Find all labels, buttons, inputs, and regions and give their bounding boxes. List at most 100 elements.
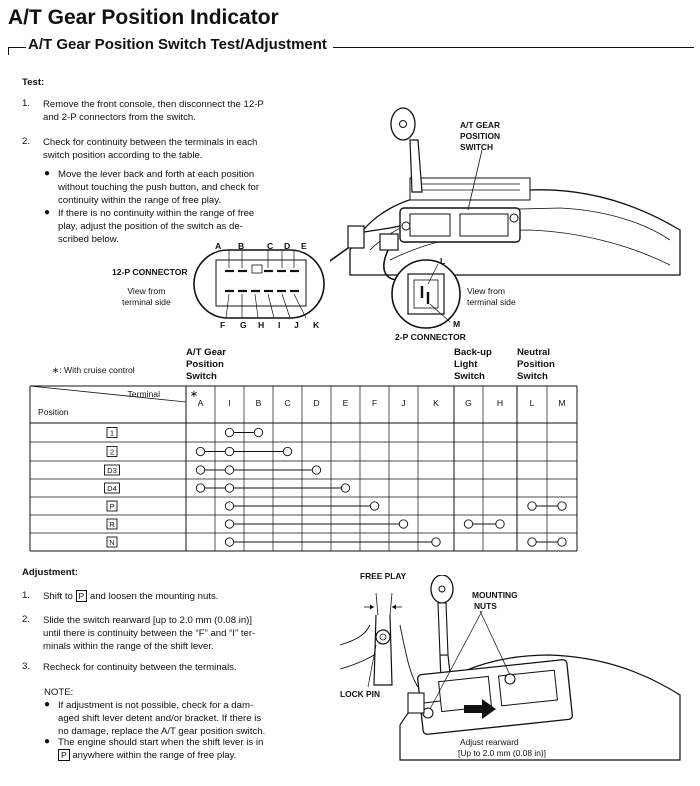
connector-12p-label: 12-P CONNECTOR xyxy=(112,267,188,277)
column-header-l: L xyxy=(530,398,535,408)
connector-12p-view-label: View from terminal side xyxy=(122,286,171,308)
test-step2-line: Check for continuity between the termina… xyxy=(43,137,258,148)
position-box xyxy=(106,518,118,530)
adjust-step3-number: 3. xyxy=(22,661,31,672)
continuity-circle xyxy=(340,483,351,493)
page-title: A/T Gear Position Indicator xyxy=(8,6,279,29)
continuity-circle xyxy=(398,519,409,529)
position-label: D4 xyxy=(107,484,117,493)
group-header-line: Switch xyxy=(517,371,548,382)
terminal-letter: A xyxy=(215,241,222,251)
note-heading: NOTE: xyxy=(44,687,74,698)
continuity-circle xyxy=(527,501,537,511)
column-header-f: F xyxy=(372,398,377,408)
adjust-rearward-line: [Up to 2.0 mm (0.08 in)] xyxy=(458,748,546,758)
connector-12p-bottom-letters: F G H I J K xyxy=(220,319,350,331)
position-box xyxy=(106,500,118,512)
position-label: 1 xyxy=(110,429,114,438)
test-bullet2-text: If there is no continuity within the ran… xyxy=(58,207,254,247)
test-bullet2-line: play, adjust the position of the switch … xyxy=(58,221,243,233)
switch-label-line: A/T GEAR xyxy=(460,120,501,130)
column-header-j: J xyxy=(401,398,405,408)
test-step1-line: and 2-P connectors from the switch. xyxy=(43,112,196,124)
continuity-circle xyxy=(311,465,322,475)
terminal-letter: K xyxy=(313,320,320,330)
position-box: P xyxy=(58,749,70,762)
column-header-e: E xyxy=(343,398,349,408)
column-header-b: B xyxy=(256,398,262,408)
note1-line: If adjustment is not possible, check for… xyxy=(58,700,254,711)
terminal-letter: D xyxy=(284,241,291,251)
position-box xyxy=(106,536,118,548)
group-header-line: Switch xyxy=(186,371,217,382)
position-header-label: Position xyxy=(38,407,69,417)
position-label: D3 xyxy=(107,466,117,475)
continuity-circle xyxy=(557,501,567,511)
free-play-label: FREE PLAY xyxy=(360,571,407,581)
adjust-step1-number: 1. xyxy=(22,590,31,601)
connector-2p-view-label: View from terminal side xyxy=(467,286,516,308)
adjust-step2-text: Slide the switch rearward [up to 2.0 mm … xyxy=(43,614,255,654)
terminal-letter: C xyxy=(267,241,274,251)
column-header-h: H xyxy=(497,398,503,408)
group-header-line: Position xyxy=(517,359,555,370)
group-header-line: Switch xyxy=(454,371,485,382)
view-label-line: terminal side xyxy=(122,297,171,307)
test-step2-text: Check for continuity between the termina… xyxy=(43,136,257,162)
continuity-circle xyxy=(253,427,264,438)
terminal-header-label: Terminal xyxy=(128,389,161,399)
connector-2p-diagram xyxy=(391,259,461,329)
continuity-circle xyxy=(224,446,235,457)
note2-text: The engine should start when the shift l… xyxy=(58,736,263,762)
test-bullet2-line: If there is no continuity within the ran… xyxy=(58,208,255,219)
switch-label-line: SWITCH xyxy=(460,142,494,152)
connector-12p-top-letters: A B C D E xyxy=(215,240,345,252)
mounting-nuts-line: NUTS xyxy=(474,601,497,611)
adjust-step2-line: until there is continuity between the “F… xyxy=(43,628,256,640)
position-box xyxy=(106,446,118,457)
group-header-line: Light xyxy=(454,359,478,370)
connector-12p-diagram xyxy=(193,249,325,319)
mounting-nuts-label: MOUNTING NUTS xyxy=(472,590,518,612)
adjustment-illustration xyxy=(339,575,681,761)
position-label: R xyxy=(109,520,115,529)
note1-text: If adjustment is not possible, check for… xyxy=(58,699,265,739)
continuity-circle xyxy=(224,427,235,438)
continuity-circle xyxy=(224,483,235,493)
group-header-backup: Back-up Light Switch xyxy=(454,347,492,383)
test-bullet1-text: Move the lever back and forth at each po… xyxy=(58,168,259,208)
terminal-letter: J xyxy=(294,320,299,330)
test-step2-number: 2. xyxy=(22,136,31,147)
adjust-step2-line: Slide the switch rearward [up to 2.0 mm … xyxy=(43,615,253,626)
continuity-circle xyxy=(224,501,235,511)
continuity-circle xyxy=(195,446,206,457)
adjust-step1-part: Shift to xyxy=(43,591,73,602)
test-step1-line: Remove the front console, then disconnec… xyxy=(43,99,264,110)
note2-part: anywhere within the range of free play. xyxy=(72,750,237,762)
continuity-circle xyxy=(463,519,474,529)
group-header-line: Neutral xyxy=(517,347,551,358)
adjust-step1-text: Shift to P and loosen the mounting nuts. xyxy=(43,590,218,603)
view-label-line: View from xyxy=(127,286,166,296)
continuity-circle xyxy=(224,519,235,529)
group-header-switch: A/T Gear Position Switch xyxy=(186,347,226,383)
terminal-letter: E xyxy=(301,241,307,251)
test-step2-line: switch position according to the table. xyxy=(43,150,203,162)
column-header-d: D xyxy=(313,398,319,408)
note2-line: The engine should start when the shift l… xyxy=(58,737,264,748)
position-box: P xyxy=(75,590,88,602)
section-rule-tick xyxy=(8,47,9,55)
mounting-nuts-line: MOUNTING xyxy=(472,590,518,600)
group-header-line: Back-up xyxy=(454,347,492,358)
position-label: N xyxy=(109,538,114,547)
adjust-step1-part: and loosen the mounting nuts. xyxy=(89,591,219,602)
view-label-line: terminal side xyxy=(467,297,516,307)
switch-label-line: POSITION xyxy=(460,131,501,141)
terminal-letter: G xyxy=(240,320,247,330)
continuity-circle xyxy=(557,537,567,547)
section-rule xyxy=(8,47,694,48)
test-step1-text: Remove the front console, then disconnec… xyxy=(43,98,264,124)
terminal-letter: H xyxy=(258,320,265,330)
position-box xyxy=(104,464,120,476)
bullet-icon: ● xyxy=(44,168,51,179)
